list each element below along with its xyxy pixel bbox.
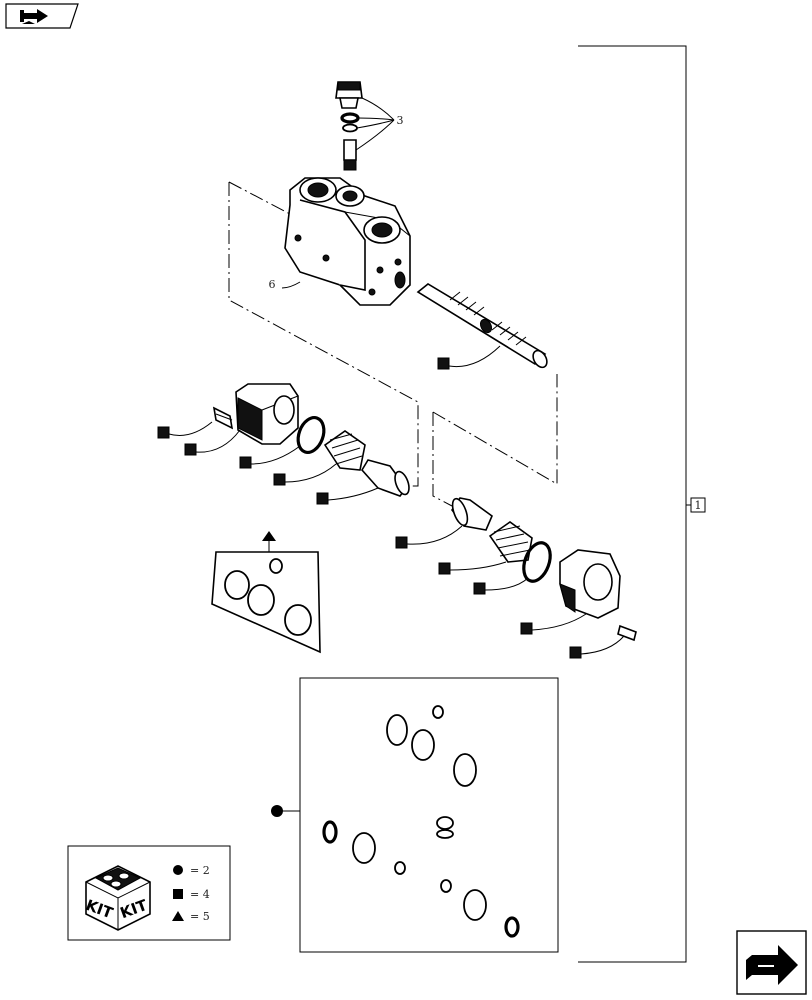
legend-triangle-symbol: [172, 911, 184, 921]
legend-square-symbol: [173, 889, 183, 899]
right-end-cap-group: [395, 497, 637, 659]
kit-legend: KIT KIT = 2 = 4 = 5: [67, 845, 231, 941]
gasket-card-triangle: [211, 531, 321, 654]
seal-kit-ref-label: 3: [397, 114, 404, 127]
seal-kit-panel-circle: [271, 677, 559, 953]
next-nav-button[interactable]: [736, 930, 807, 995]
legend-circle-symbol: [173, 865, 183, 875]
assembly-ref-label: 1: [695, 499, 702, 512]
plug-seal-set: 3: [335, 81, 404, 171]
legend-row-square: = 4: [190, 888, 210, 901]
left-end-cap-group: [157, 383, 410, 505]
body-ref-label: 6: [269, 278, 276, 291]
valve-body: 6: [269, 177, 411, 306]
dash-dot-guides: [228, 181, 558, 507]
next-arrow-icon: [746, 945, 798, 985]
back-nav-button[interactable]: [5, 3, 79, 29]
valve-spool: [416, 283, 548, 370]
back-arrow-icon: [20, 9, 48, 24]
legend-row-circle: = 2: [190, 864, 210, 877]
assembly-bracket: 1: [578, 45, 706, 963]
kit-box-icon: KIT KIT: [83, 865, 151, 931]
legend-row-triangle: = 5: [190, 910, 210, 923]
